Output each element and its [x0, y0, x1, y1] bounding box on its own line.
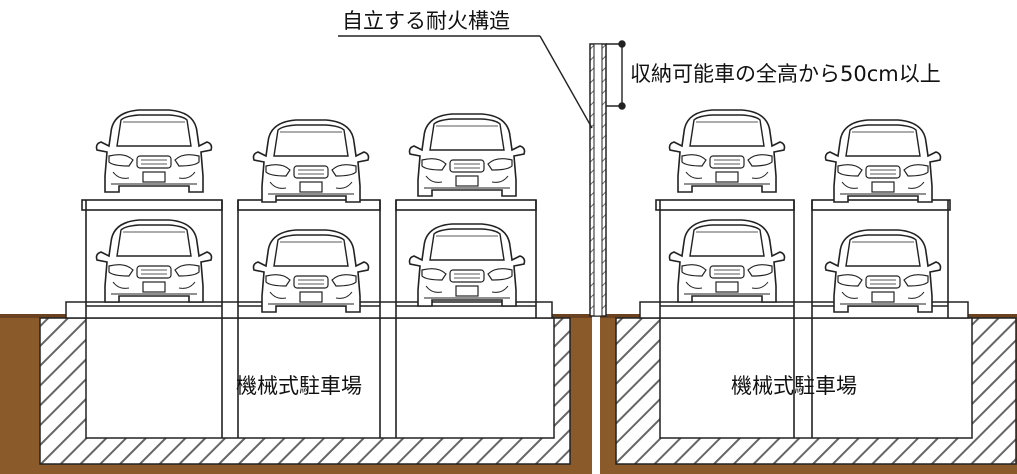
car-front-icon [95, 219, 213, 303]
fire-wall-icon [589, 43, 607, 317]
car-front-icon [408, 223, 526, 307]
parking-label-right: 機械式駐車場 [731, 374, 857, 398]
car-front-icon [824, 229, 942, 313]
car-front-icon [408, 113, 526, 197]
car-front-icon [95, 109, 213, 193]
clearance-dimension [606, 40, 626, 110]
car-front-icon [668, 219, 786, 303]
car-front-icon [252, 119, 370, 203]
fireproof-structure-label: 自立する耐火構造 [342, 9, 510, 33]
right-pit [600, 301, 1017, 474]
car-front-icon [668, 109, 786, 193]
fireproof-leader [338, 35, 593, 129]
car-front-icon [824, 119, 942, 203]
car-front-icon [252, 229, 370, 313]
clearance-note: 収納可能車の全高から50cm以上 [630, 62, 941, 86]
parking-label-left: 機械式駐車場 [236, 374, 362, 398]
